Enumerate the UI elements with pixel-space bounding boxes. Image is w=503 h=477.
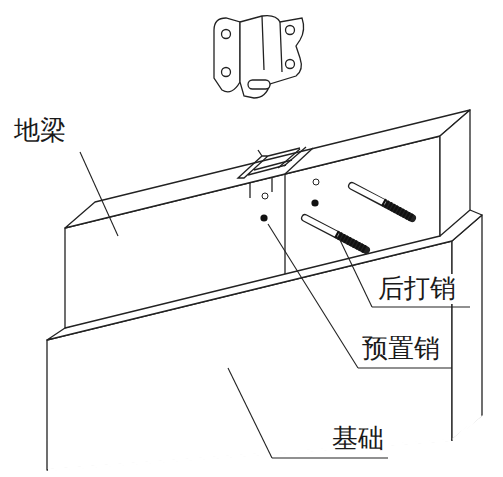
pins xyxy=(305,186,412,250)
connector-plate xyxy=(214,16,304,98)
foundation-end xyxy=(452,215,482,440)
slot xyxy=(238,148,300,178)
beam-top xyxy=(65,110,470,228)
part-label: 地梁 xyxy=(12,116,68,146)
joint-line xyxy=(284,174,285,274)
pin-holes xyxy=(260,179,319,222)
leader-lines xyxy=(80,152,470,458)
part-label: 后打销 xyxy=(376,274,458,304)
part-label: 预置销 xyxy=(360,334,442,364)
beam-end xyxy=(440,110,470,236)
part-label: 基础 xyxy=(330,424,386,454)
